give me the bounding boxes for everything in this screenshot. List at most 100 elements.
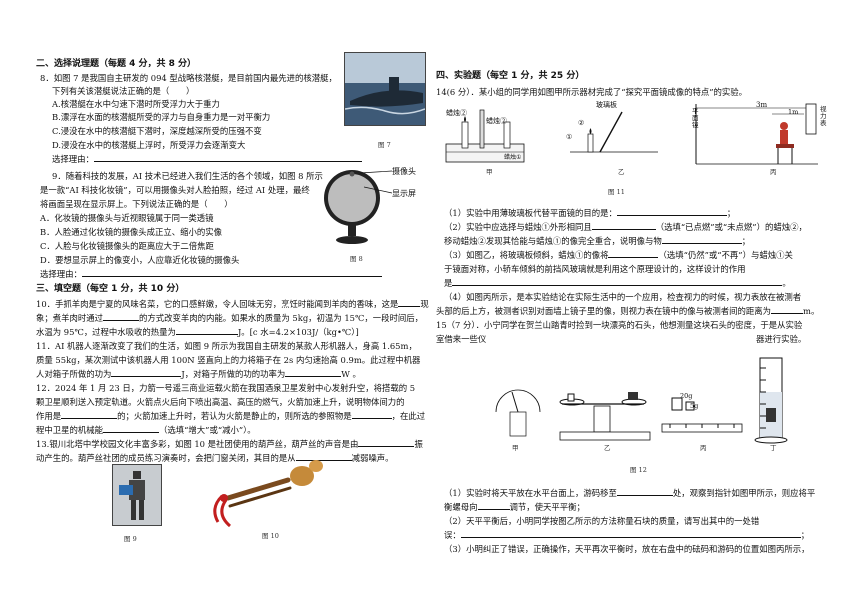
- q14-part4-line1: （4）如图丙所示，是本实验结论在实际生活中的一个应用，检查视力的时候，视力表放在…: [444, 292, 802, 302]
- q12-text3b: 的；火箭加速上升时，若认为火箭是静止的，则所选的参照物是: [117, 411, 352, 421]
- figure12-label-ding: 丁: [770, 444, 777, 452]
- q12-blank1[interactable]: [61, 410, 118, 419]
- q13-text2a: 动产生的。葫芦丝社团的成员练习演奏时，会把门窗关闭，其目的是从: [36, 453, 296, 463]
- q14-blank1[interactable]: [616, 207, 727, 216]
- q14-part1: （1）实验中用薄玻璃板代替平面镜的目的是：；: [444, 207, 735, 220]
- q10-text2b: 的方式改变羊肉的内能。如果水的质量为 5kg，初温为 15℃，一段时间后，: [139, 313, 423, 323]
- q10-blank3[interactable]: [175, 326, 238, 335]
- q10-blank1[interactable]: [398, 298, 421, 307]
- q13-text1b: 振: [414, 439, 423, 449]
- figure12-label-5g: 5g: [690, 402, 699, 410]
- q9-reason: 选择理由：: [40, 268, 382, 281]
- figure12-label-20g: 20g: [680, 392, 693, 400]
- q11-text3a: 人对箱子所做的功为: [36, 369, 112, 379]
- q14-part4-text-c: m。: [803, 306, 820, 316]
- q14-part4-text-b: 头部的后上方，被测者识别对面墙上镜子里的像，则视力表在镜中的像与被测者间的距离为: [436, 306, 771, 316]
- q14-line1: 14(6 分）．某小组的同学用如图甲所示器材完成了“探究平面镜成像的特点”的实验…: [436, 87, 748, 97]
- q15-part1-text-c: 衡螺母向: [444, 502, 478, 512]
- figure8-label-screen: 显示屏: [392, 189, 416, 198]
- q14-part2-line1: （2）实验中应选择与蜡烛①外形相同且（选填“已点燃”或“未点燃”）的蜡烛②，: [444, 221, 807, 234]
- q11-line1: 11．AI 机器人逐渐改变了我们的生活，如图 9 所示为我国自主研发的某款人形机…: [36, 341, 417, 351]
- q8-line2: 下列有关该潜艇说法正确的是（ ）: [52, 86, 195, 96]
- q11-text3c: W 。: [341, 369, 361, 379]
- figure12-bing-weights: [661, 397, 743, 433]
- q8-reason-blank[interactable]: [93, 153, 362, 162]
- q15-part1-text-b: 处，观察到指针如图甲所示，则应将平: [672, 488, 816, 498]
- q15-part2-line2: 误： ；: [444, 529, 809, 542]
- q13-line1: 13.银川北塔中学校园文化丰富多彩，如图 10 是社团使用的葫芦丝，葫芦丝的声音…: [36, 438, 423, 451]
- section3-title: 三、填空题（每空 1 分，共 10 分）: [36, 284, 185, 294]
- q8-reason-label: 选择理由：: [52, 154, 94, 164]
- q13-blank1[interactable]: [358, 438, 415, 447]
- q10-line2: 象；煮羊肉时通过的方式改变羊肉的内能。如果水的质量为 5kg，初温为 15℃，一…: [36, 312, 423, 325]
- q10-text3b: J。[c 水=4.2×103J/（kg•℃）]: [237, 327, 359, 337]
- q14-part1-text: （1）实验中用薄玻璃板代替平面镜的目的是：: [444, 208, 617, 218]
- figure10-hulusi-instrument: [200, 456, 330, 532]
- q14-blank2[interactable]: [591, 221, 656, 230]
- q14-blank5[interactable]: [452, 277, 783, 286]
- q14-part4-line2: 头部的后上方，被测者识别对面墙上镜子里的像，则视力表在镜中的像与被测者间的距离为…: [436, 305, 819, 318]
- q15-part2-text-b: 误：: [444, 530, 461, 540]
- q14-part2-line2: 移动蜡烛②发现其恰能与蜡烛①的像完全重合，说明像与物；: [444, 235, 750, 248]
- q14-part2-text-c: 移动蜡烛②发现其恰能与蜡烛①的像完全重合，说明像与物: [444, 236, 662, 246]
- q13-line2: 动产生的。葫芦丝社团的成员练习演奏时，会把门窗关闭，其目的是从 减弱噪声。: [36, 452, 394, 465]
- q15-part2-line1: （2）天平平衡后，小明同学按图乙所示的方法称量石块的质量，请写出其中的一处错: [444, 516, 760, 526]
- figure11-bing-eye-test: [695, 103, 818, 165]
- q11-text3b: J，对箱子所做的功的功率为: [181, 369, 286, 379]
- figure11-label-mirror: 平面镜: [692, 107, 699, 130]
- figure8-caption: 图 8: [350, 255, 363, 263]
- q14-blank4[interactable]: [608, 249, 659, 258]
- figure11-jia-setup: 蜡烛①: [445, 109, 525, 163]
- q14-part2-text-a: （2）实验中应选择与蜡烛①外形相同且: [444, 222, 592, 232]
- q12-blank3[interactable]: [103, 424, 159, 433]
- q15-part1-text-a: （1）实验时将天平放在水平台面上，游码移至: [444, 488, 617, 498]
- q15-line2b: 器进行实验。: [756, 334, 807, 344]
- figure11-label-candle1: 蜡烛①: [504, 153, 521, 161]
- figure11-label-bing: 丙: [770, 168, 777, 176]
- q13-text2b: 减弱噪声。: [351, 453, 394, 463]
- q12-line3: 作用是的；火箭加速上升时，若认为火箭是静止的，则所选的参照物是，在此过: [36, 410, 425, 423]
- q14-part3-line1: （3）如图乙，将玻璃板倾斜，蜡烛①的像将（选填“仍然”或“不再”）与蜡烛①关: [444, 249, 793, 262]
- q9-reason-blank[interactable]: [81, 268, 382, 277]
- figure12-label-yi: 乙: [604, 444, 611, 452]
- q8-line1: 8．如图 7 是我国自主研发的 094 型战略核潜艇，是目前国内最先进的核潜艇，: [40, 73, 337, 83]
- q10-blank2[interactable]: [103, 312, 139, 321]
- q9-reason-label: 选择理由：: [40, 269, 82, 279]
- q15-blank3[interactable]: [460, 529, 801, 538]
- figure12-ding-cylinder: [754, 357, 788, 444]
- q14-blank3[interactable]: [661, 235, 742, 244]
- q8-option-c: C.浸没在水中的核潜艇下潜时，深度越深所受的压强不变: [52, 126, 262, 136]
- figure12-density-apparatus: [495, 357, 788, 444]
- q9-line1: 9．随着科技的发展，AI 技术已经进入我们生活的各个领域，如图 8 所示: [52, 171, 323, 181]
- q15-blank1[interactable]: [616, 487, 673, 496]
- figure8-label-camera: 摄像头: [392, 167, 416, 176]
- q12-line2: 颗卫星顺利送入预定轨道。火箭点火后向下喷出高温、高压的燃气，火箭加速上升，说明物…: [36, 397, 405, 407]
- q11-blank2[interactable]: [285, 368, 342, 377]
- figure12-caption: 图 12: [630, 466, 647, 474]
- q12-text4b: （选填“增大”或“减小”）。: [159, 425, 256, 435]
- figure9-robot-photo: [112, 464, 162, 526]
- q15-part1-line2: 衡螺母向调节，使天平平衡；: [444, 501, 585, 514]
- q15-part2-text-c: ；: [800, 530, 810, 540]
- q15-part1-line1: （1）实验时将天平放在水平台面上，游码移至 处，观察到指针如图甲所示，则应将平: [444, 487, 815, 500]
- q9-option-d: D．要想显示屏上的像变小，人应靠近化妆镜的摄像头: [40, 255, 240, 265]
- q11-line2: 质量 55kg，某次测试中该机器人用 100N 竖直向上的力将箱子在 2s 内匀…: [36, 355, 421, 365]
- figure12-jia-pointer: [495, 389, 541, 437]
- q9-line2: 是一款“AI 科技化妆镜”，可以用摄像头对人脸拍照，经过 AI 处理，最终: [40, 185, 310, 195]
- figure11-label-1m: 1m: [788, 108, 799, 116]
- section4-title: 四、实验题（每空 1 分，共 25 分）: [436, 71, 585, 81]
- q9-option-c: C．人脸与化妆镜摄像头的距离应大于二倍焦距: [40, 241, 214, 251]
- q15-blank2[interactable]: [477, 501, 510, 510]
- q9-option-b: B．人脸通过化妆镜的摄像头成正立、缩小的实像: [40, 227, 223, 237]
- q9-line3: 将画面呈现在显示屏上。下列说法正确的是（ ）: [40, 199, 233, 209]
- q15-line1: 15（7 分）．小宁同学在贺兰山踏青时捡到一块漂亮的石头，他想测量这块石头的密度…: [436, 320, 803, 330]
- q13-blank2[interactable]: [295, 452, 352, 461]
- figure11-label-circle1: ①: [566, 133, 573, 141]
- figure8-leader-lines: [360, 170, 393, 194]
- q11-blank1[interactable]: [111, 368, 182, 377]
- q14-blank6[interactable]: [771, 305, 803, 314]
- q14-part3-line2: 于镜面对称，小轿车倾斜的前挡风玻璃就是利用这个原理设计的，这样设计的作用: [444, 264, 746, 274]
- q9-option-a: A．化妆镜的摄像头与近视眼镜属于同一类透镜: [40, 213, 214, 223]
- q12-blank2[interactable]: [351, 410, 392, 419]
